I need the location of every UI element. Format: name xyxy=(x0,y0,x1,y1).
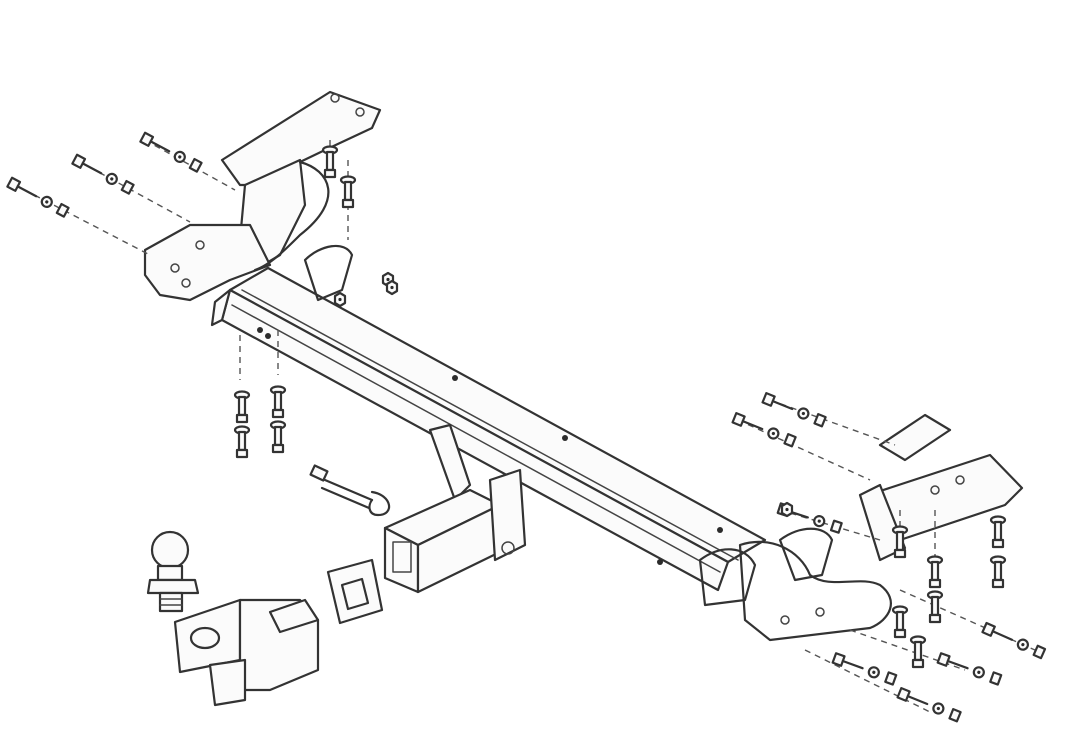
receiver-collar xyxy=(326,558,384,625)
bolt-icon xyxy=(71,153,135,195)
bolt-icon xyxy=(761,392,827,428)
crossbar-tube xyxy=(210,266,767,592)
nut-icon xyxy=(385,279,399,296)
bolts xyxy=(6,131,1047,723)
bolt-icon xyxy=(989,515,1007,549)
bolt-icon xyxy=(831,652,898,686)
right-mounting-bracket xyxy=(698,413,1024,642)
bolt-icon xyxy=(269,420,287,454)
bolt-icon xyxy=(321,145,339,179)
bolt-icon xyxy=(233,390,251,424)
bolt-icon xyxy=(981,621,1047,660)
tow-ball xyxy=(146,530,200,613)
bolt-icon xyxy=(926,590,944,624)
bolt-icon xyxy=(731,412,797,448)
bolt-icon xyxy=(891,605,909,639)
nut-icon xyxy=(780,501,794,518)
ball-mount xyxy=(173,598,320,707)
bolt-icon xyxy=(891,525,909,559)
bolt-icon xyxy=(909,635,927,669)
bolt-icon xyxy=(926,555,944,589)
nut-icon xyxy=(333,291,347,308)
bolt-icon xyxy=(896,687,962,723)
bolt-icon xyxy=(339,175,357,209)
bolt-icon xyxy=(139,131,203,173)
bolt-icon xyxy=(233,425,251,459)
hitch-pin xyxy=(309,464,390,517)
bolt-icon xyxy=(989,555,1007,589)
bolt-icon xyxy=(6,176,70,218)
left-mounting-bracket xyxy=(143,90,382,302)
bolt-icon xyxy=(936,652,1003,686)
receiver-hitch xyxy=(383,423,527,594)
bolt-icon xyxy=(269,385,287,419)
